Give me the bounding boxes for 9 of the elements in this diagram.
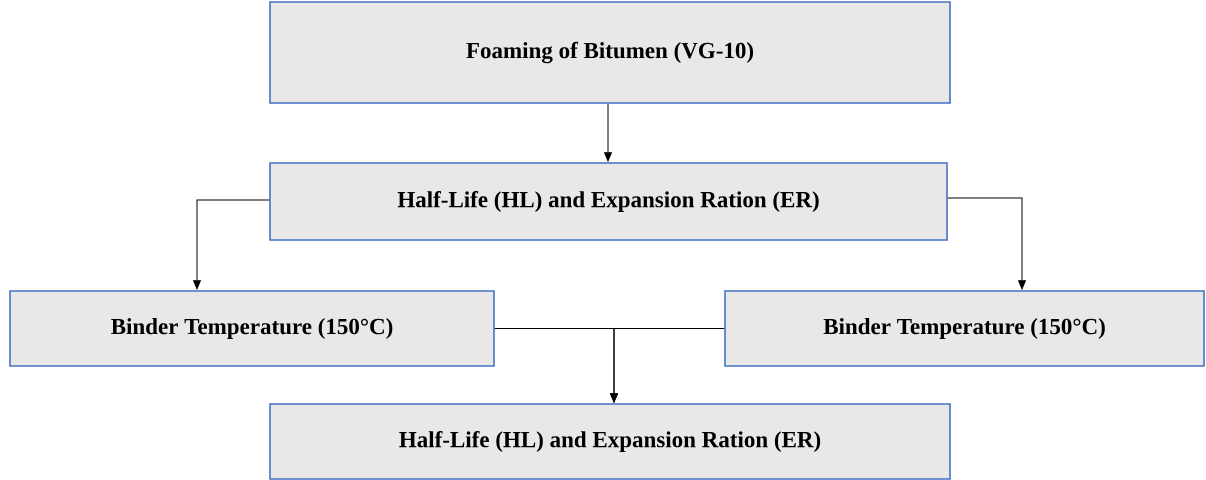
arrow	[947, 197, 1026, 290]
process-box: Half-Life (HL) and Expansion Ration (ER)	[269, 162, 948, 241]
process-box: Binder Temperature (150°C)	[9, 290, 495, 367]
arrow	[193, 199, 270, 290]
arrow	[604, 103, 612, 162]
arrow	[610, 328, 725, 403]
process-box: Binder Temperature (150°C)	[724, 290, 1205, 367]
process-box: Foaming of Bitumen (VG-10)	[269, 1, 951, 104]
process-box: Half-Life (HL) and Expansion Ration (ER)	[269, 403, 951, 480]
